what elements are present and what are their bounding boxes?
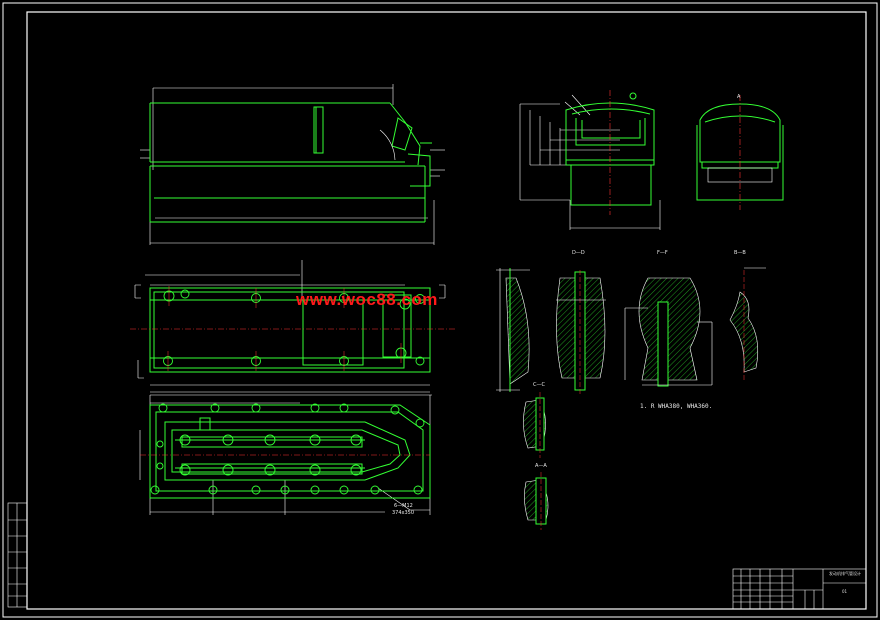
section-c-c	[523, 392, 546, 458]
side-view	[519, 90, 661, 230]
section-left	[496, 268, 530, 392]
section-d-d	[556, 270, 606, 395]
section-label-b: B—B	[734, 250, 746, 256]
watermark: www.woc88.com	[296, 290, 438, 309]
binding-strip	[7, 502, 28, 608]
section-label-f: F—F	[657, 250, 668, 256]
title-block-id: 01	[842, 589, 848, 594]
drawing-note: 1. R WHA380, WHA360.	[640, 403, 713, 410]
section-label-a: A—A	[535, 463, 547, 469]
title-block-title: 发动机排气管设计	[829, 571, 861, 576]
section-label-d: D—D	[572, 250, 585, 256]
section-f-f	[624, 277, 713, 387]
plan-view	[139, 394, 432, 515]
section-b-b	[729, 267, 766, 380]
view-a	[696, 95, 784, 210]
top-view	[130, 260, 455, 393]
section-a-a	[524, 472, 549, 530]
callout-thread: 6—M12	[394, 503, 413, 509]
callout-size: 374x350	[392, 510, 415, 516]
front-view	[140, 84, 445, 245]
section-label-c: C—C	[533, 382, 545, 388]
title-block	[732, 568, 867, 610]
inner-border	[26, 11, 867, 610]
view-label-a: A	[737, 94, 741, 100]
